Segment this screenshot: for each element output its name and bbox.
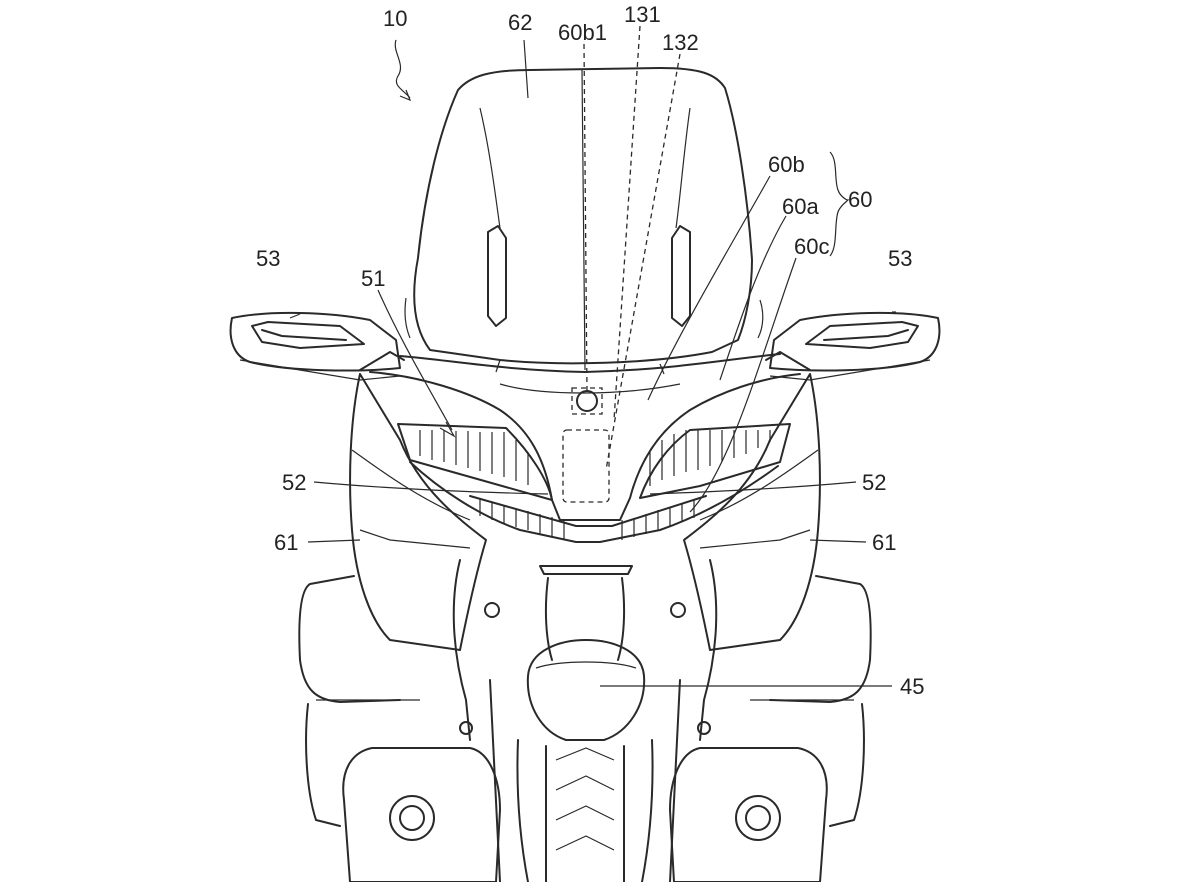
label-mirror-left: 53: [256, 246, 280, 271]
label-cowl-right: 61: [872, 530, 896, 555]
label-windscreen: 62: [508, 10, 532, 35]
windscreen: [404, 67, 764, 375]
front-fender: [526, 639, 646, 741]
label-vehicle: 10: [383, 6, 407, 31]
label-fender: 45: [900, 674, 924, 699]
label-60c: 60c: [794, 234, 829, 259]
sensor-60b1: [576, 390, 598, 412]
label-group-60: 60: [848, 187, 872, 212]
mirror-left: [229, 311, 405, 381]
front-fairing: [369, 353, 801, 521]
radar-unit: [562, 429, 610, 503]
mirror-right: [765, 311, 941, 381]
leader-lines: [289, 25, 896, 687]
reference-labels: 10 62 60b1 131 132 60b 60a 60c 60 53 53 …: [256, 2, 924, 699]
fog-lamp-left: [342, 747, 501, 882]
label-lamp-right: 52: [862, 470, 886, 495]
windscreen-vent-left: [487, 225, 507, 327]
lower-body: [298, 559, 872, 827]
label-sensor: 60b1: [558, 20, 607, 45]
label-mirror-right: 53: [888, 246, 912, 271]
label-131: 131: [624, 2, 661, 27]
label-60b: 60b: [768, 152, 805, 177]
front-wheel: [489, 577, 681, 882]
fog-lamp-right: [669, 747, 828, 882]
label-60a: 60a: [782, 194, 819, 219]
label-lamp-left: 52: [282, 470, 306, 495]
label-132: 132: [662, 30, 699, 55]
windscreen-vent-right: [671, 225, 691, 327]
label-headlight: 51: [361, 266, 385, 291]
side-cowl-left: [349, 373, 487, 651]
side-cowl-right: [683, 373, 821, 651]
label-cowl-left: 61: [274, 530, 298, 555]
